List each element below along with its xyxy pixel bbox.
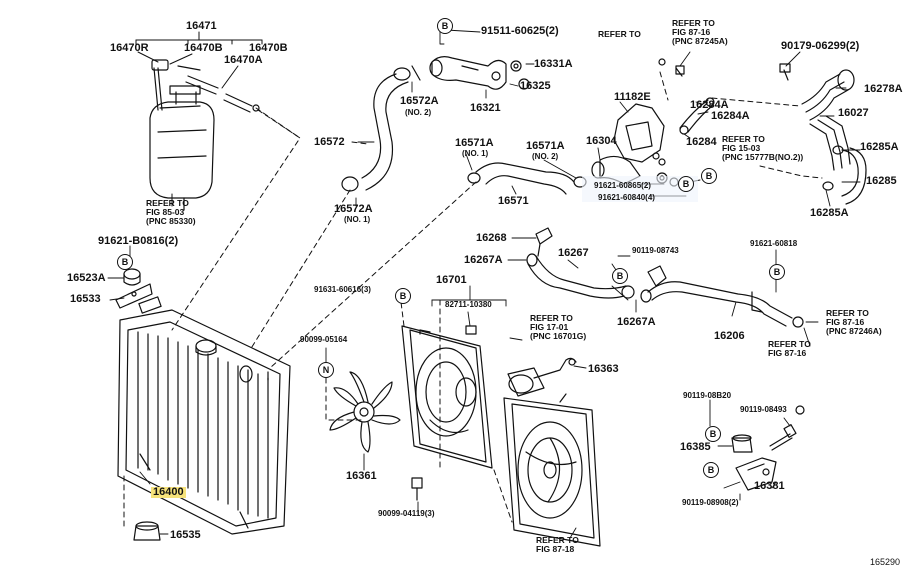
label-16571A-1-note: (NO. 1): [462, 149, 489, 158]
bracket-16381: [735, 424, 797, 491]
label-16284A-a: 16284A: [690, 99, 729, 111]
fan-motor: [507, 357, 577, 397]
water-outlet: [429, 56, 530, 90]
ref-fig-87-16-a: REFER TO FIG 87-16 (PNC 87245A): [672, 18, 728, 46]
label-16304: 16304: [586, 135, 617, 147]
ref-fig-87-18: REFER TO FIG 87-18: [536, 535, 579, 554]
callout-b-icon: B: [703, 462, 719, 478]
label-16385: 16385: [680, 441, 711, 453]
label-90119-08908: 90119-08908(2): [682, 498, 739, 507]
label-91621-60865: 91621-60865(2): [594, 181, 651, 190]
label-16285A-b: 16285A: [810, 207, 849, 219]
ref-fig-87-16-a-lead: REFER TO: [598, 29, 641, 39]
label-90119-08B20: 90119-08B20: [683, 391, 732, 400]
label-11182E: 11182E: [614, 91, 651, 103]
fan-shroud-rear: [503, 393, 601, 547]
label-16470B-a: 16470B: [184, 42, 223, 54]
radiator-support-cushion: [115, 268, 153, 309]
callout-b-icon: B: [678, 176, 694, 192]
label-16321: 16321: [470, 102, 501, 114]
label-16572A-top-note: (NO. 2): [405, 108, 432, 117]
label-16027: 16027: [838, 107, 869, 119]
label-16523A: 16523A: [67, 272, 106, 284]
label-16572A-bot-note: (NO. 1): [344, 215, 371, 224]
label-90099-05164: 90099-05164: [300, 335, 348, 344]
label-16284: 16284: [686, 136, 717, 148]
callout-b-icon: B: [395, 288, 411, 304]
diagram-code: 165290: [870, 557, 901, 567]
reservoir-hoses: [151, 59, 260, 113]
label-90119-08743: 90119-08743: [632, 246, 679, 255]
callout-b-icon: B: [612, 268, 628, 284]
label-91631: 91631-60616(3): [314, 285, 371, 294]
label-16701: 16701: [436, 274, 467, 286]
label-16363: 16363: [588, 363, 619, 375]
label-91511: 91511-60625(2): [481, 25, 559, 37]
label-16206: 16206: [714, 330, 745, 342]
label-90099-04119: 90099-04119(3): [378, 509, 435, 518]
fasteners: [411, 58, 805, 501]
label-82711: 82711-10380: [445, 300, 492, 309]
label-16470B-b: 16470B: [249, 42, 288, 54]
water-pipe-16206: [640, 265, 804, 328]
label-16331A: 16331A: [534, 58, 573, 70]
water-pipe-16027: [779, 63, 855, 171]
label-90179: 90179-06299(2): [781, 40, 860, 52]
ref-fig-87-16-b: REFER TO FIG 87-16 (PNC 87246A): [826, 308, 882, 336]
hose-16268: [535, 227, 553, 257]
label-16470A: 16470A: [224, 54, 263, 66]
label-16278A: 16278A: [864, 83, 903, 95]
label-16571: 16571: [498, 195, 529, 207]
reservoir-tank: [149, 85, 215, 211]
callout-b-icon: B: [437, 18, 453, 34]
label-16267: 16267: [558, 247, 589, 259]
label-16285A-a: 16285A: [860, 141, 899, 153]
label-16571A-2-note: (NO. 2): [532, 152, 559, 161]
label-16572A-top: 16572A: [400, 95, 439, 107]
label-16533: 16533: [70, 293, 101, 305]
label-16267A-b: 16267A: [617, 316, 656, 328]
bypass-hose: [467, 162, 587, 195]
label-91621-60818: 91621-60818: [750, 239, 798, 248]
callout-b-icon: B: [117, 254, 133, 270]
callout-b-icon: B: [701, 168, 717, 184]
fan-blade: [329, 371, 401, 453]
label-16571A-2: 16571A: [526, 140, 565, 152]
callout-b-icon: B: [769, 264, 785, 280]
callout-b-icon: B: [705, 426, 721, 442]
drain-cock: [133, 521, 161, 541]
label-16361: 16361: [346, 470, 377, 482]
hose-16285: [822, 145, 867, 205]
label-16285: 16285: [866, 175, 897, 187]
ref-fig-17-01: REFER TO FIG 17-01 (PNC 16701G): [530, 313, 587, 341]
ref-fig-85-03: REFER TO FIG 85-03 (PNC 85330): [146, 198, 196, 226]
label-bracket-16471: [135, 31, 263, 207]
heater-hose-16267: [526, 253, 635, 299]
label-16572A-bot: 16572A: [334, 203, 373, 215]
upper-radiator-hose: [341, 65, 421, 192]
label-16572: 16572: [314, 136, 345, 148]
label-16284A-b: 16284A: [711, 110, 750, 122]
radiator: [117, 296, 291, 535]
ref-fig-87-16-c: REFER TO FIG 87-16: [768, 339, 811, 358]
label-16325: 16325: [520, 80, 551, 92]
fan-shroud-front: [401, 325, 493, 469]
dashed-leaders: [123, 71, 823, 529]
label-90119-08493: 90119-08493: [740, 405, 787, 414]
label-16470R: 16470R: [110, 42, 149, 54]
label-16535: 16535: [170, 529, 201, 541]
label-91621-B0816: 91621-B0816(2): [98, 235, 179, 247]
label-16268: 16268: [476, 232, 507, 244]
callout-n-icon: N: [318, 362, 334, 378]
ref-fig-15-03: REFER TO FIG 15-03 (PNC 15777B(NO.2)): [722, 134, 804, 162]
label-91621-60840: 91621-60840(4): [598, 193, 655, 202]
label-16571A-1: 16571A: [455, 137, 494, 149]
label-16267A-a: 16267A: [464, 254, 503, 266]
cushion-16385: [731, 434, 753, 453]
label-16471: 16471: [186, 20, 217, 32]
label-16400: 16400: [151, 486, 186, 498]
label-16381: 16381: [754, 480, 785, 492]
